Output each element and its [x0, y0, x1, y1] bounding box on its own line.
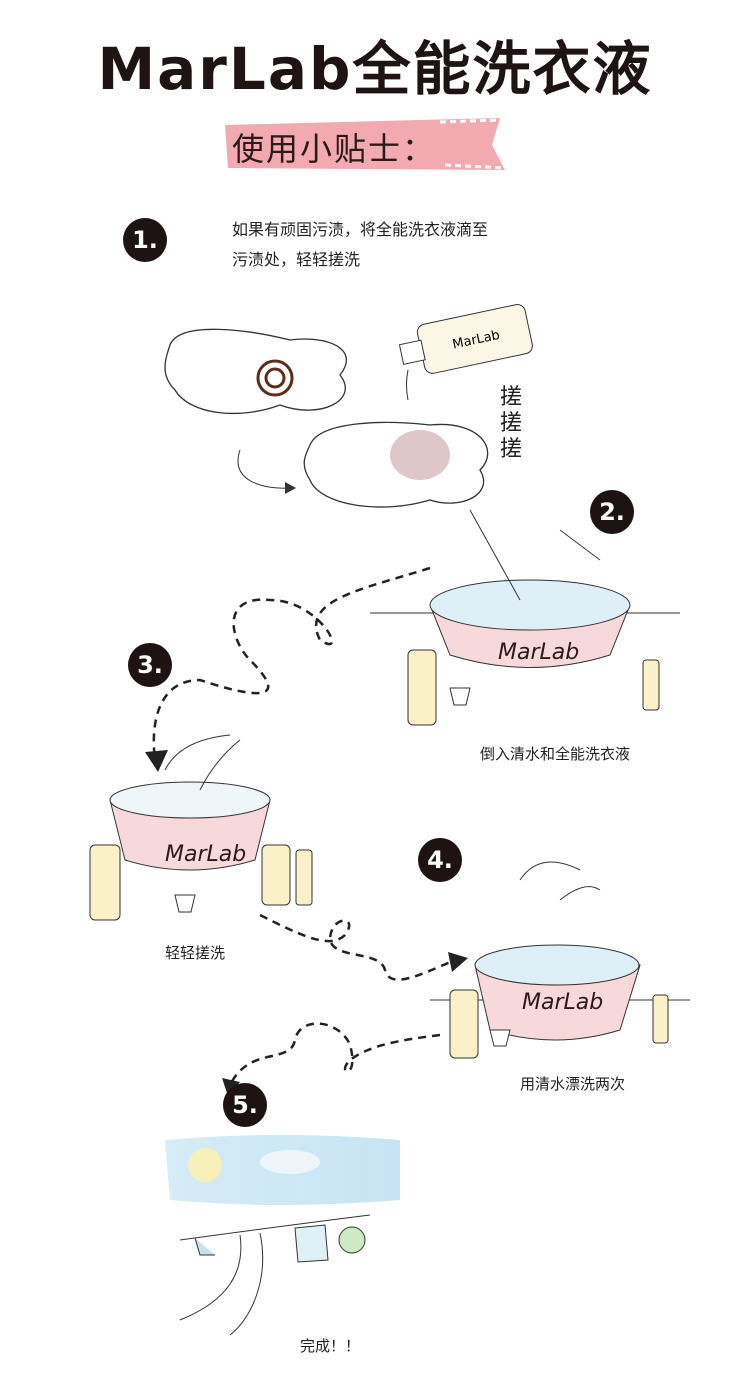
- step-4-caption: 用清水漂洗两次: [520, 1075, 626, 1093]
- step-5-badge: 5.: [223, 1083, 267, 1127]
- step-2-caption: 倒入清水和全能洗衣液: [480, 745, 631, 763]
- cloth-stained: [164, 328, 347, 414]
- step-2-badge: 2.: [590, 490, 634, 534]
- bottle-small: [642, 659, 660, 711]
- cup: [449, 687, 471, 706]
- bottle: [407, 649, 437, 726]
- bottle-pouring: MarLab: [398, 304, 533, 374]
- sun: [188, 1148, 222, 1182]
- basin-brand: MarLab: [498, 640, 580, 665]
- step-1-text-line1: 如果有顽固污渍，将全能洗衣液滴至: [232, 220, 489, 239]
- basin-brand: MarLab: [522, 990, 604, 1015]
- towel: [294, 1224, 329, 1263]
- banner-shape: [225, 118, 505, 170]
- step-5-caption: 完成！！: [300, 1337, 361, 1355]
- tips-heading: 使用小贴士：: [232, 130, 437, 168]
- step-1-badge: 1.: [123, 218, 167, 262]
- step-3-badge: 3.: [128, 643, 172, 687]
- dress: [179, 1232, 264, 1336]
- step-4-badge: 4.: [418, 838, 462, 882]
- step-1-text-line2: 污渍处，轻轻搓洗: [232, 250, 361, 269]
- stain: [256, 359, 294, 397]
- basin-brand: MarLab: [165, 842, 247, 867]
- clothesline: [179, 1214, 371, 1241]
- cloth-treated: [303, 421, 489, 508]
- page-title: MarLab全能洗衣液: [97, 35, 653, 103]
- rub-text: 搓搓搓: [500, 385, 523, 462]
- dashed-path: [152, 566, 431, 761]
- arrow: [237, 449, 296, 489]
- cat-bag: [338, 1226, 366, 1254]
- cloud: [260, 1150, 320, 1174]
- step-3-caption: 轻轻搓洗: [165, 944, 226, 962]
